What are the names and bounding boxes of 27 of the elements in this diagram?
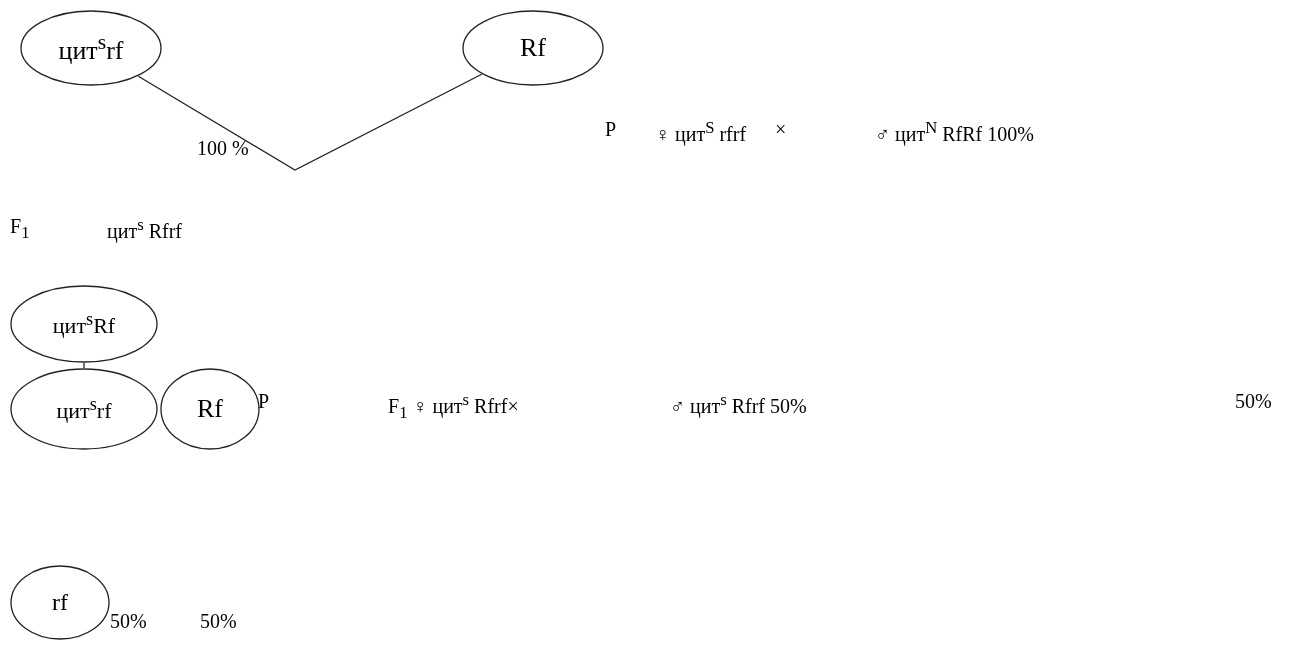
generation-label: P [258,390,270,413]
genotype-ellipse [462,10,604,86]
genotype-ellipse [10,565,110,640]
genotype-label: ♂ цит$^{s}$ Rfrf 50% [670,390,807,418]
genotype-label: цит$^{s}$ Rfrf [107,215,182,243]
genotype-label: F$_{1}$ ♀ цит$^{s}$ Rfrf× [388,390,519,423]
genotype-text: цит$^{s}$rf [56,393,112,425]
connector-line [83,362,85,369]
genotype-text: цит$^{s}$rf [58,30,124,66]
genotype-ellipse [10,285,158,363]
genotype-label: ♂ цит$^{N}$ RfRf 100% [875,118,1034,146]
genotype-text: Rf [520,33,546,63]
ratio-label: 50% [200,610,237,633]
genotype-text: rf [52,589,68,616]
generation-label: F$_{1}$ [10,215,30,243]
ratio-label: 50% [1235,390,1272,413]
ratio-label: 50% [110,610,147,633]
genotype-ellipse [10,368,158,450]
genotype-text: цит$^{s}$Rf [52,308,116,340]
connector-line [137,73,483,171]
ratio-label: 100 % [197,137,249,160]
genotype-ellipse [160,368,260,450]
genotype-ellipse [20,10,162,86]
genotype-text: Rf [197,394,223,424]
cross-sign: × [775,118,787,141]
genotype-label: ♀ цит$^{S}$ rfrf [655,118,747,146]
generation-label: P [605,118,617,141]
